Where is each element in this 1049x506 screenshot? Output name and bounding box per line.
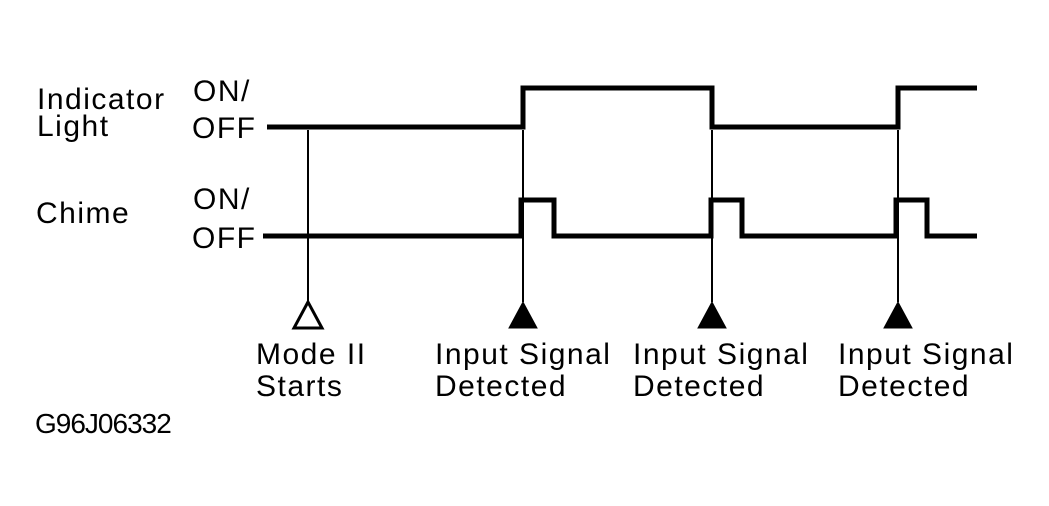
event-label-line: Detected [435, 370, 568, 403]
indicator-light-label-line1: Indicator [37, 83, 166, 116]
indicator-light-off-label: OFF [192, 112, 257, 145]
event-label-line: Input Signal [838, 338, 1015, 371]
filled-triangle-icon [883, 300, 913, 329]
event-label-input-signal-3: Input Signal Detected [838, 339, 1014, 403]
event-label-mode2-starts: Mode II Starts [256, 339, 367, 403]
event-label-input-signal-2: Input Signal Detected [633, 339, 809, 403]
signal-waveform [263, 197, 977, 239]
filled-triangle-icon [508, 300, 538, 329]
event-label-line: Detected [838, 370, 971, 403]
filled-triangle-icon [697, 300, 727, 329]
event-label-line: Input Signal [633, 338, 810, 371]
event-label-line: Detected [633, 370, 766, 403]
chime-label: Chime [36, 197, 131, 230]
open-triangle-icon [291, 298, 325, 330]
event-label-line: Starts [256, 370, 344, 403]
signal-waveform [267, 85, 977, 130]
event-label-line: Input Signal [435, 338, 612, 371]
event-label-input-signal-1: Input Signal Detected [435, 339, 611, 403]
chime-on-label: ON/ [193, 183, 251, 216]
figure-code: G96J06332 [35, 408, 172, 439]
indicator-light-on-label: ON/ [193, 75, 251, 108]
event-label-line: Mode II [256, 338, 367, 371]
indicator-light-label-line2: Light [37, 110, 110, 143]
chime-off-label: OFF [192, 222, 257, 255]
